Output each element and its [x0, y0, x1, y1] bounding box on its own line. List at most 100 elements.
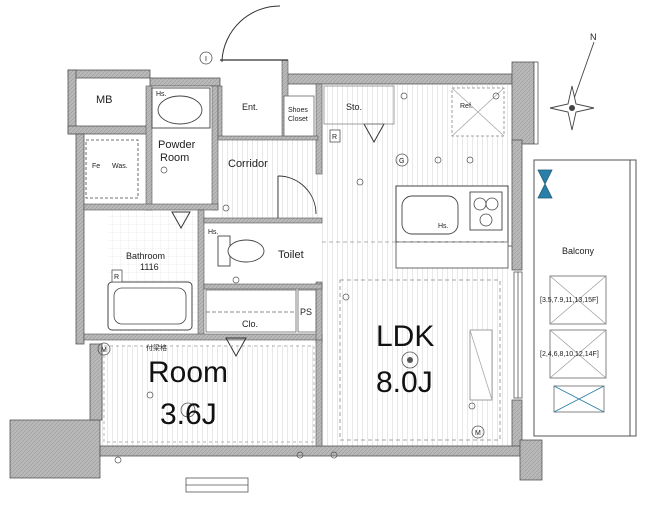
outlet-icon-7	[222, 204, 230, 212]
outlet-icon-4	[400, 92, 408, 100]
room-label: Room	[148, 356, 228, 389]
bathtub-inner	[113, 287, 187, 325]
compass-rose: N	[549, 32, 597, 131]
doors	[171, 5, 523, 493]
counter-lower	[395, 241, 509, 269]
shoes-closet-label-2: Closet	[288, 116, 308, 123]
cooktop	[469, 191, 503, 231]
outlet-icon-3	[466, 156, 474, 164]
ldk-size-label: 8.0J	[376, 366, 433, 399]
washer-space	[85, 139, 139, 199]
r-symbol-2: R	[114, 274, 119, 281]
corridor-floor	[220, 140, 318, 220]
burner-2	[485, 197, 499, 211]
fixtures	[85, 85, 637, 443]
pipe-space-label: PS	[300, 307, 312, 317]
bathtub	[107, 281, 193, 331]
wall-powder-right	[211, 85, 219, 211]
wall-ent-left	[217, 85, 223, 139]
room-labels: MB Powder Room Ent. Shoes Closet Sto. Re…	[92, 91, 599, 431]
outlet-icon-8	[146, 391, 154, 399]
walls	[9, 59, 543, 481]
outlet-icon-14	[232, 276, 240, 284]
hs-label-powder: Hs.	[156, 91, 167, 98]
ldk-light-icon-inner	[407, 357, 413, 363]
wall-top-right	[285, 73, 513, 85]
room-door-marker	[225, 337, 247, 358]
mb-wall-bottom	[67, 125, 151, 135]
wall-left-upper	[75, 133, 85, 345]
wall-ldk-left	[315, 83, 323, 175]
evacuation-hatch-2	[549, 329, 607, 379]
m-symbol-2: M	[475, 430, 481, 437]
ldk-light-icon	[401, 351, 419, 369]
bathroom-door-marker	[171, 211, 191, 230]
g-symbol-icon	[395, 153, 409, 167]
mb-wall-top	[67, 69, 151, 79]
compass-label: N	[590, 32, 597, 42]
mb-label: MB	[96, 94, 113, 106]
wall-bottom	[99, 445, 521, 457]
refrigerator-cross	[451, 87, 505, 137]
burner-3	[479, 213, 493, 227]
hs-label-kitchen: Hs.	[438, 223, 449, 230]
lattice-label: 付梁格	[146, 343, 167, 352]
outlet-icon-10	[330, 451, 338, 459]
wall-powder-left	[145, 85, 153, 211]
wall-bath-right	[197, 209, 205, 337]
toilet-door	[277, 175, 317, 215]
m-symbol-icon-2	[471, 425, 485, 439]
outlet-icon-13	[342, 293, 350, 301]
closet-label: Clo.	[242, 319, 258, 329]
room-dashed-zone	[103, 345, 315, 443]
ldk-dashed-zone	[339, 279, 501, 441]
wall-top-corner	[511, 61, 535, 145]
kitchen-counter	[395, 185, 509, 243]
room-floor	[100, 345, 318, 447]
toilet-bowl	[227, 239, 265, 263]
mb-wall-left	[67, 69, 77, 135]
electrical-symbols: G R R M M I	[97, 51, 500, 464]
wall-corner-right	[533, 61, 539, 145]
storage-label: Sto.	[346, 102, 362, 112]
kitchen-sink	[401, 195, 459, 235]
wall-top-left	[149, 77, 221, 87]
wall-room-right	[315, 339, 323, 447]
evacuation-hatch-1-cross	[549, 275, 607, 325]
m-symbol-icon	[97, 342, 111, 356]
wall-toilet-top	[203, 217, 323, 224]
outlet-icon-5	[492, 92, 500, 100]
balcony-note-2: [2,4,6,8,10,12,14F]	[540, 351, 599, 358]
pipe-space	[297, 289, 317, 333]
i-symbol: I	[205, 56, 207, 63]
balcony-hourglass-marker	[537, 169, 553, 199]
room-size-label: 3.6J	[160, 398, 217, 431]
ldk-label: LDK	[376, 320, 434, 353]
outlet-icon-1	[356, 178, 364, 186]
outlet-icon-9	[296, 451, 304, 459]
closet-space	[205, 289, 297, 333]
corridor-label: Corridor	[228, 158, 268, 170]
wall-toilet-bottom	[203, 283, 323, 290]
i-symbol-icon	[199, 51, 213, 65]
vanity-basin	[157, 95, 203, 125]
refrigerator-label: Ref.	[460, 103, 473, 110]
outlet-icon-2	[434, 156, 442, 164]
fe-label: Fe	[92, 163, 100, 170]
wall-right-upper	[511, 139, 523, 271]
evacuation-hatch-3-cross	[553, 385, 605, 413]
toilet-label: Toilet	[278, 249, 304, 261]
evacuation-hatch-2-cross	[549, 329, 607, 379]
evacuation-hatch-1	[549, 275, 607, 325]
r-symbol-box-2	[111, 269, 123, 283]
powder-room-label-1: Powder	[158, 139, 196, 151]
hs-label-toilet: Hs.	[208, 229, 219, 236]
outlet-icon-11	[468, 402, 476, 410]
bathroom-size-label: 1116	[140, 262, 159, 272]
shoes-closet-label-1: Shoes	[288, 107, 308, 114]
vanity-counter	[151, 87, 211, 129]
shoes-closet-space	[283, 95, 315, 137]
storage-space	[323, 85, 395, 125]
r-symbol-box-1	[329, 129, 341, 143]
